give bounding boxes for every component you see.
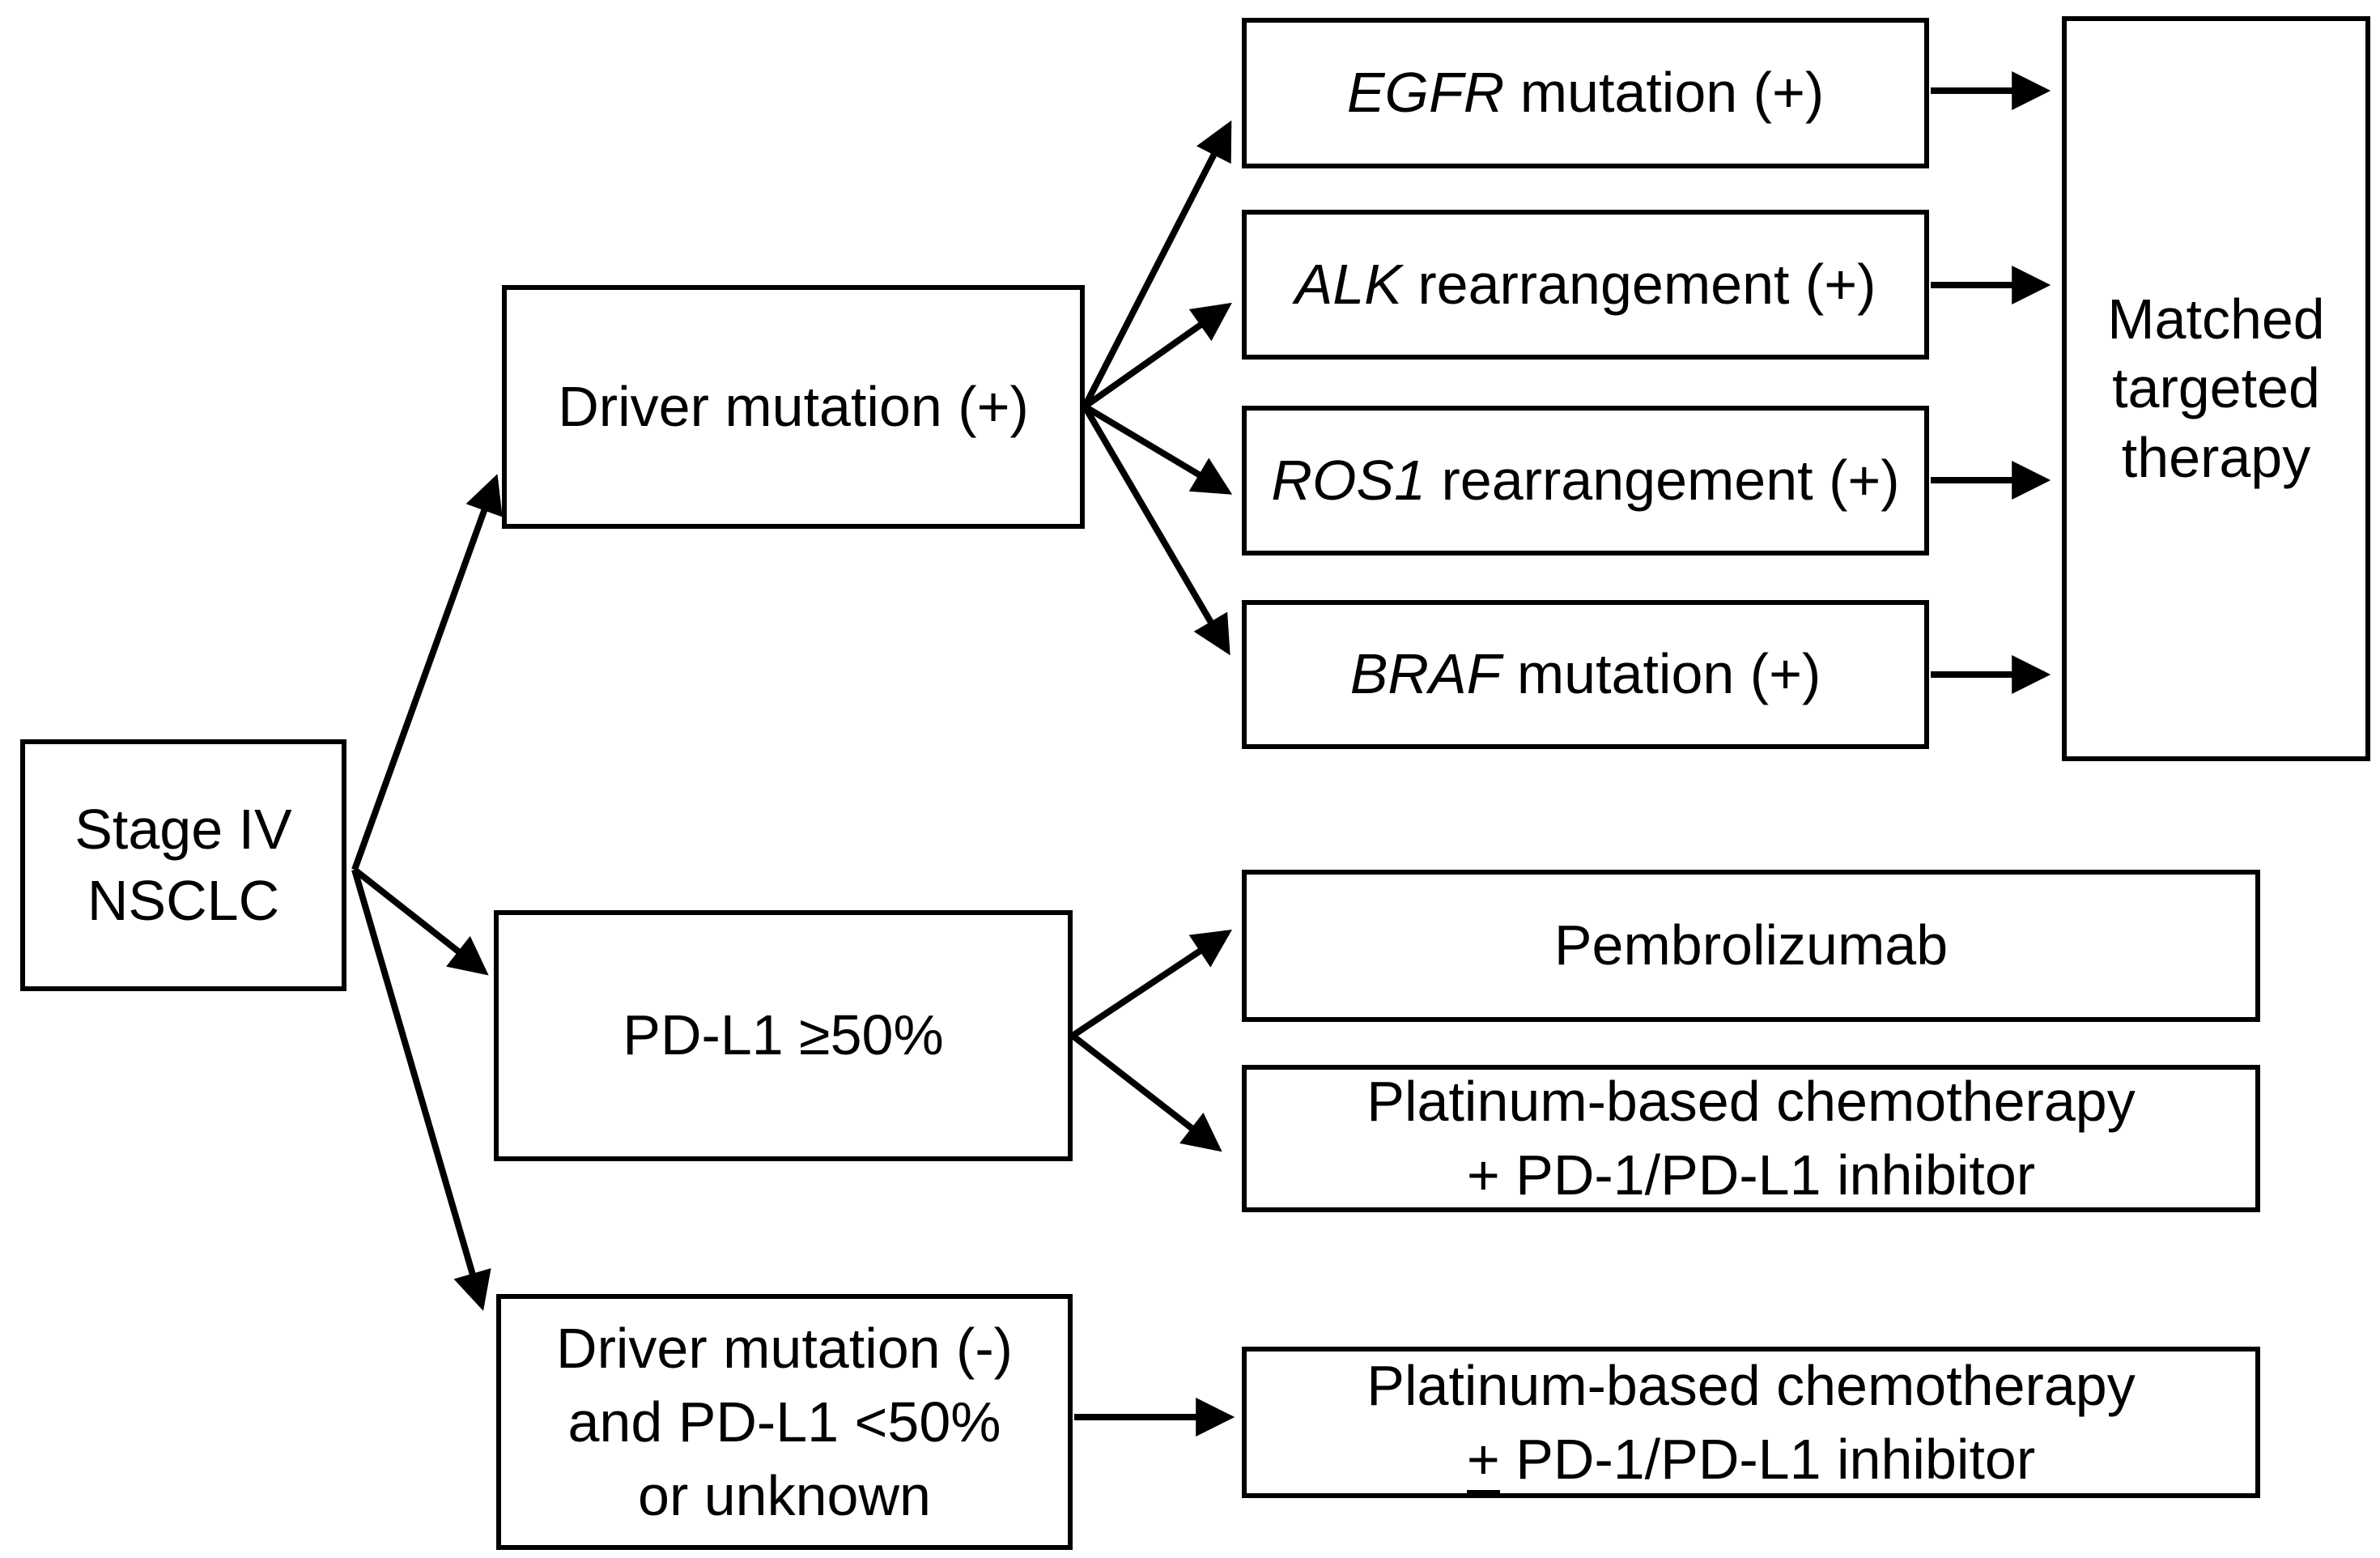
arrow-driver-positive-to-braf (1082, 404, 1230, 656)
node-chemo-plus-minus-inhibitor: Platinum-based chemotherapy + PD-1/PD-L1… (1242, 1347, 2260, 1498)
driver-negative-line1: Driver mutation (-) (556, 1316, 1013, 1380)
node-ros1-rearrangement: ROS1 rearrangement (+) (1242, 406, 1929, 556)
node-driver-mutation-negative: Driver mutation (-) and PD-L1 <50% or un… (496, 1294, 1073, 1550)
node-braf-mutation: BRAF mutation (+) (1242, 600, 1929, 749)
matched-therapy-line3: therapy (2121, 425, 2311, 489)
node-pdl1-high: PD-L1 ≥50% (494, 910, 1073, 1161)
braf-label: BRAF mutation (+) (1350, 639, 1821, 710)
arrow-driver-positive-to-egfr (1082, 120, 1232, 408)
arrow-driver-positive-to-alk (1082, 302, 1232, 410)
chemo-io-line2: + PD-1/PD-L1 inhibitor (1466, 1143, 2036, 1207)
alk-gene-name: ALK (1294, 252, 1402, 316)
arrow-stage-to-driver-negative (351, 868, 491, 1311)
arrow-driver-positive-to-ros1 (1082, 403, 1233, 495)
alk-label: ALK rearrangement (+) (1295, 249, 1876, 321)
pembrolizumab-label: Pembrolizumab (1553, 913, 1949, 977)
arrow-pdl1-to-pembrolizumab (1070, 930, 1232, 1039)
braf-gene-name: BRAF (1349, 642, 1502, 706)
chemo-pm-line2: + PD-1/PD-L1 inhibitor (1466, 1423, 2036, 1496)
arrow-stage-to-pdl1-high (352, 866, 489, 976)
chemo-pm-line1: Platinum-based chemotherapy (1366, 1353, 2136, 1417)
egfr-gene-name: EGFR (1346, 61, 1505, 125)
ros1-label: ROS1 rearrangement (+) (1271, 445, 1899, 517)
node-matched-targeted-therapy: Matched targeted therapy (2062, 16, 2370, 761)
braf-label-rest: mutation (+) (1501, 642, 1821, 706)
chemo-pm-line2-rest: PD-1/PD-L1 inhibitor (1499, 1427, 2036, 1491)
node-alk-rearrangement: ALK rearrangement (+) (1242, 210, 1929, 360)
ros1-gene-name: ROS1 (1271, 448, 1426, 512)
driver-negative-line2: and PD-L1 <50% (567, 1390, 1001, 1454)
alk-label-rest: rearrangement (+) (1401, 252, 1876, 316)
node-egfr-mutation: EGFR mutation (+) (1242, 18, 1929, 168)
stage-label-line2: NSCLC (87, 868, 280, 932)
underlined-plus-symbol: + (1466, 1431, 1500, 1495)
stage-label-line1: Stage IV (74, 798, 292, 861)
ros1-label-rest: rearrangement (+) (1426, 448, 1900, 512)
driver-negative-line3: or unknown (638, 1463, 931, 1527)
egfr-label: EGFR mutation (+) (1347, 57, 1824, 129)
node-chemo-plus-inhibitor: Platinum-based chemotherapy + PD-1/PD-L1… (1242, 1065, 2260, 1212)
node-stage-iv-nsclc: Stage IV NSCLC (20, 739, 346, 991)
matched-therapy-line2: targeted (2112, 356, 2320, 420)
node-pembrolizumab: Pembrolizumab (1242, 870, 2260, 1022)
matched-therapy-line1: Matched (2107, 287, 2325, 351)
egfr-label-rest: mutation (+) (1504, 61, 1825, 125)
arrow-stage-to-driver-positive (351, 474, 503, 871)
node-driver-mutation-positive: Driver mutation (+) (502, 285, 1085, 529)
arrow-pdl1-to-chemo-io (1070, 1032, 1222, 1152)
chemo-io-line1: Platinum-based chemotherapy (1366, 1070, 2136, 1133)
driver-positive-label: Driver mutation (+) (558, 374, 1029, 438)
pdl1-high-label: PD-L1 ≥50% (623, 1003, 944, 1067)
